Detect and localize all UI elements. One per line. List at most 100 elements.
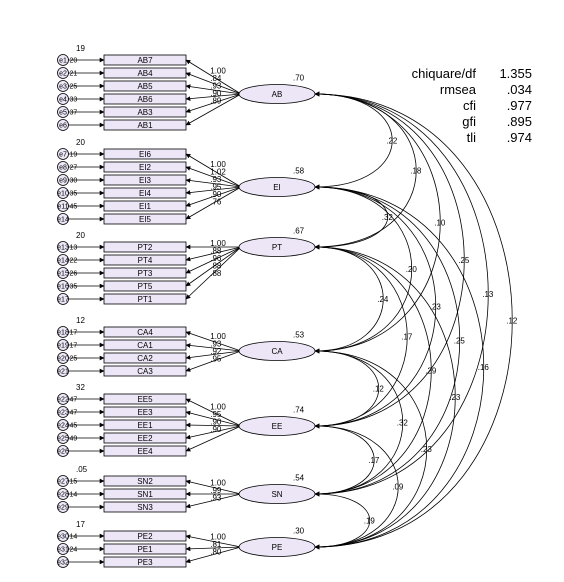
latent-label: EI xyxy=(273,183,281,192)
error-label: e4 xyxy=(59,97,67,104)
error-label: e8 xyxy=(59,165,67,172)
variance-label: 19 xyxy=(76,44,85,53)
loading-label: .90 xyxy=(210,417,222,426)
covariance-label: .13 xyxy=(482,290,494,299)
loading-label: .84 xyxy=(210,74,222,83)
latent-label: SN xyxy=(271,490,282,499)
error-loading-label: 24 xyxy=(70,547,78,554)
covariance-arc xyxy=(314,184,389,250)
indicator-label: AB7 xyxy=(137,56,153,65)
covariance-label: .09 xyxy=(392,483,404,492)
variance-label: 20 xyxy=(76,138,85,147)
covariance-label: .32 xyxy=(397,419,409,428)
error-label: e17 xyxy=(57,297,69,304)
indicator-label: EI3 xyxy=(139,176,152,185)
loading-label: .95 xyxy=(210,410,222,419)
covariance-arc xyxy=(314,184,484,550)
covariance-label: .10 xyxy=(434,219,446,228)
loading-label: .88 xyxy=(210,247,222,256)
latent-ellipse xyxy=(238,237,316,257)
loading-path xyxy=(185,186,242,207)
indicator-label: EE2 xyxy=(137,434,153,443)
loading-path xyxy=(185,93,242,126)
fit-stat-value: .034 xyxy=(506,82,532,97)
indicator-label: PE2 xyxy=(137,532,153,541)
loading-label: .90 xyxy=(210,190,222,199)
indicator-label: CA2 xyxy=(137,354,153,363)
error-loading-label: 19 xyxy=(70,152,78,159)
loading-label: 1.00 xyxy=(210,160,226,169)
latent-ellipse xyxy=(238,84,316,104)
error-loading-label: 37 xyxy=(70,110,78,117)
covariance-label: .17 xyxy=(368,456,380,465)
covariance-label: .17 xyxy=(401,333,413,342)
fit-stat-row: rmsea.034 xyxy=(372,82,532,98)
indicator-label: EI6 xyxy=(139,150,152,159)
loading-path xyxy=(185,331,242,352)
fit-stat-name: tli xyxy=(466,130,476,145)
error-loading-label: 47 xyxy=(70,410,78,417)
loading-label: .96 xyxy=(210,254,222,263)
error-label: e22 xyxy=(57,397,69,404)
error-label: e29 xyxy=(57,505,69,512)
error-loading-label: 45 xyxy=(70,204,78,211)
error-label: e19 xyxy=(57,343,69,350)
covariance-label: .24 xyxy=(377,295,389,304)
indicator-label: EI4 xyxy=(139,189,152,198)
loading-path xyxy=(185,84,242,95)
covariance-arc xyxy=(314,348,427,550)
indicator-label: AB6 xyxy=(137,95,153,104)
loading-path xyxy=(185,493,242,509)
error-label: e9 xyxy=(59,178,67,185)
error-loading-label: 30 xyxy=(70,178,78,185)
error-loading-label: 35 xyxy=(70,284,78,291)
r-squared-label: .74 xyxy=(293,406,305,415)
covariance-arc xyxy=(314,91,489,497)
loading-label: .93 xyxy=(210,494,222,503)
fit-stat-value: .974 xyxy=(506,130,532,145)
covariance-label: .23 xyxy=(421,445,433,454)
fit-stat-value: 1.355 xyxy=(499,66,532,81)
loading-path xyxy=(185,246,242,274)
loading-label: 1.00 xyxy=(210,402,226,411)
fit-stat-value: .895 xyxy=(506,114,532,129)
loading-path xyxy=(185,546,242,564)
loading-path xyxy=(185,153,242,188)
fit-stat-row: cfi.977 xyxy=(372,98,532,114)
loading-label: .93 xyxy=(210,340,222,349)
loading-label: .95 xyxy=(210,355,222,364)
covariance-label: .23 xyxy=(430,303,442,312)
error-label: e6 xyxy=(59,123,67,130)
error-label: e7 xyxy=(59,152,67,159)
loading-path xyxy=(185,350,242,360)
latent-ellipse xyxy=(238,416,316,436)
indicator-label: CA1 xyxy=(137,341,153,350)
covariance-arc xyxy=(314,244,456,550)
r-squared-label: .58 xyxy=(293,167,305,176)
indicator-label: EI5 xyxy=(139,215,152,224)
loading-path xyxy=(185,186,242,220)
covariance-label: .20 xyxy=(406,265,418,274)
indicator-label: CA4 xyxy=(137,328,153,337)
loading-path xyxy=(185,72,242,95)
latent-ellipse xyxy=(238,537,316,557)
error-label: e18 xyxy=(57,330,69,337)
error-label: e23 xyxy=(57,410,69,417)
indicator-label: AB4 xyxy=(137,69,153,78)
loading-label: 1.00 xyxy=(210,66,226,75)
r-squared-label: .67 xyxy=(293,227,305,236)
r-squared-label: .70 xyxy=(293,74,305,83)
error-loading-label: 35 xyxy=(70,191,78,198)
indicator-label: EE5 xyxy=(137,395,153,404)
indicator-label: PE3 xyxy=(137,558,153,567)
error-label: e27 xyxy=(57,479,69,486)
loading-path xyxy=(185,246,242,300)
covariance-arc xyxy=(314,244,408,429)
indicator-label: PT5 xyxy=(138,282,153,291)
covariance-label: .12 xyxy=(373,385,385,394)
loading-label: .99 xyxy=(210,486,222,495)
error-loading-label: 14 xyxy=(70,534,78,541)
